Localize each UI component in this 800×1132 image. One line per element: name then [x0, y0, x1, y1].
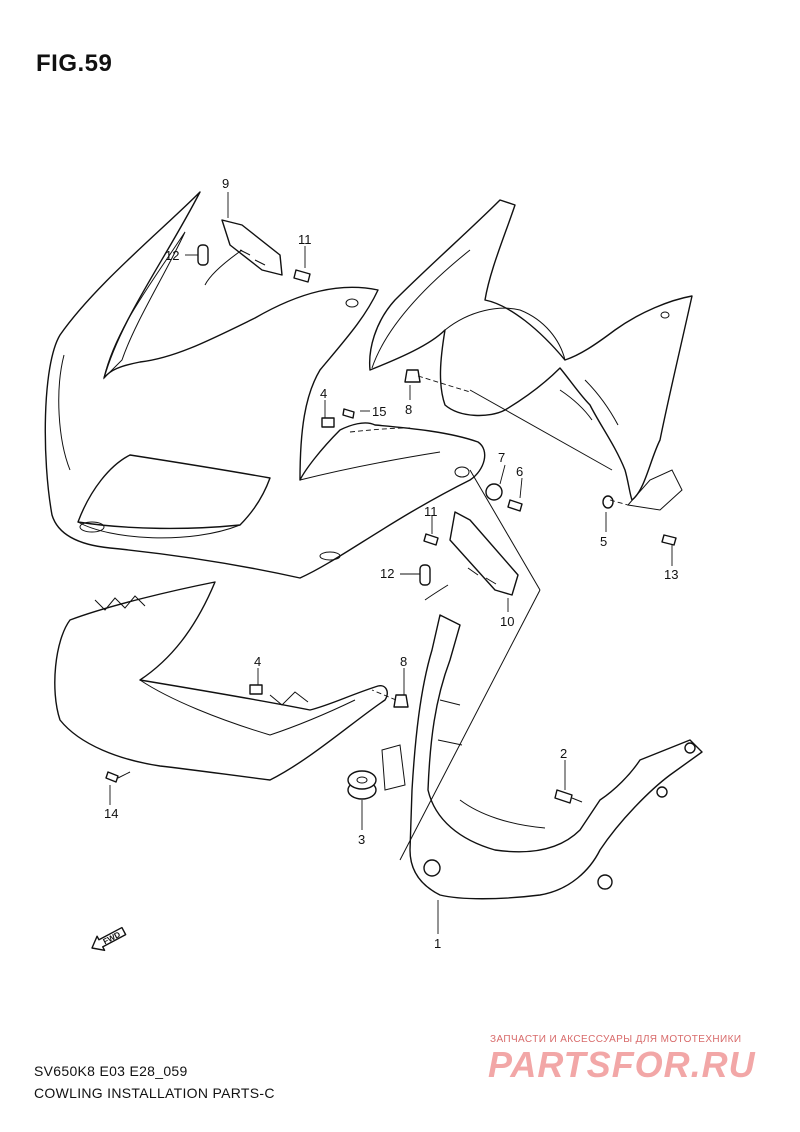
leader-lines — [109, 192, 673, 934]
callout-12-upper: 12 — [165, 248, 179, 263]
inner-cowling — [368, 199, 693, 511]
callout-4-upper: 4 — [320, 386, 327, 401]
watermark-caption: ЗАПЧАСТИ И АКСЕССУАРЫ ДЛЯ МОТОТЕХНИКИ — [490, 1034, 742, 1045]
callout-11-upper: 11 — [298, 232, 312, 247]
callout-7: 7 — [498, 450, 505, 465]
callout-1: 1 — [434, 936, 441, 951]
lower-cowling — [54, 581, 388, 781]
callout-5: 5 — [600, 534, 607, 549]
callout-13: 13 — [664, 567, 678, 582]
callout-15: 15 — [372, 404, 386, 419]
upper-cowling — [44, 191, 486, 579]
callout-numbers: 9 12 11 4 15 8 7 6 11 5 13 12 10 4 8 2 1… — [104, 176, 678, 951]
callout-3: 3 — [358, 832, 365, 847]
diagram-code: SV650K8 E03 E28_059 — [34, 1063, 188, 1079]
figure-title: FIG.59 — [36, 50, 113, 77]
callout-6: 6 — [516, 464, 523, 479]
callout-8-lower: 8 — [400, 654, 407, 669]
callout-10: 10 — [500, 614, 514, 629]
callout-14: 14 — [104, 806, 118, 821]
callout-11-middle: 11 — [424, 504, 438, 519]
grommet-3 — [347, 770, 377, 800]
diagram-subtitle: COWLING INSTALLATION PARTS-C — [34, 1085, 275, 1101]
assembly-lines — [349, 375, 629, 861]
bracket-9 — [197, 219, 283, 286]
callout-12-middle: 12 — [380, 566, 394, 581]
watermark-brand: PARTSFOR.RU — [488, 1044, 756, 1085]
fasteners — [105, 269, 677, 804]
cowling-stay — [381, 614, 703, 900]
bracket-10 — [419, 511, 519, 601]
fwd-arrow-icon: FWD — [91, 926, 127, 952]
callout-4-lower: 4 — [254, 654, 261, 669]
callout-8-upper: 8 — [405, 402, 412, 417]
callout-9: 9 — [222, 176, 229, 191]
callout-2: 2 — [560, 746, 567, 761]
